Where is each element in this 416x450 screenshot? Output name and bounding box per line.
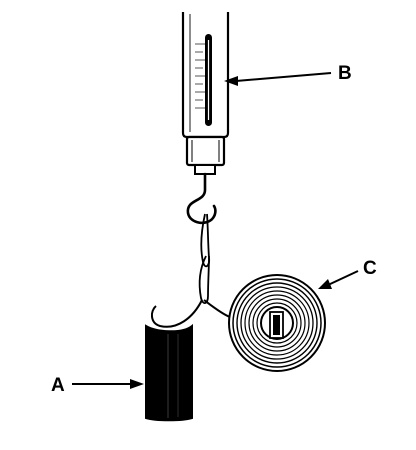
weight-block [145,323,193,422]
scale-collar [185,135,226,167]
callout-a-label: A [51,375,65,396]
hook-wire-right-arm [203,299,231,318]
callout-c: C [318,258,377,289]
coil-spring [228,274,326,372]
scale-hook [186,172,217,225]
callout-b-label: B [338,63,352,84]
scale-graduations [195,43,205,109]
hook-wire-left-arm [150,299,203,328]
callout-a: A [51,375,144,396]
callout-b: B [224,63,352,86]
spring-scale [181,12,230,175]
scale-end-cap [194,164,216,175]
callout-c-label: C [363,258,377,279]
wire-link [198,213,211,304]
